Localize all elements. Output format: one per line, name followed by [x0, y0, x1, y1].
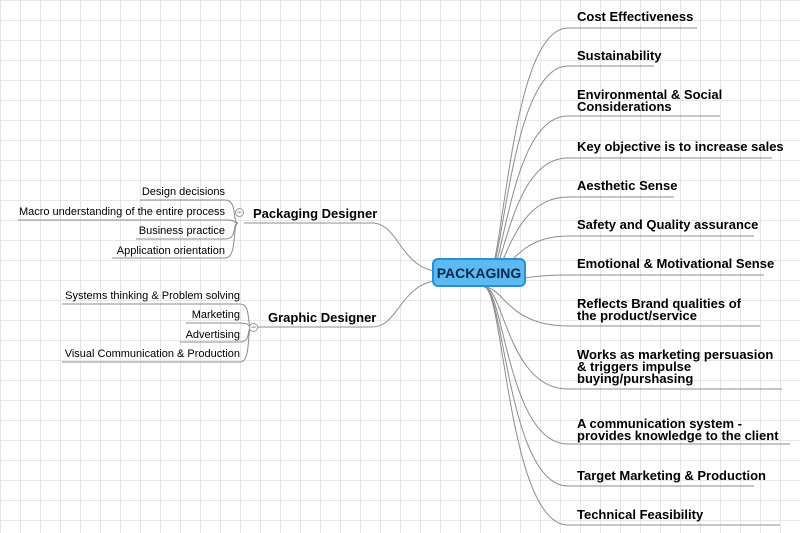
topic-marketing-persuasion[interactable]: Works as marketing persuasion & triggers…	[577, 347, 774, 386]
connector-packaging-leaf-3	[112, 222, 239, 259]
topic-environmental-social[interactable]: Environmental & Social Considerations	[577, 87, 723, 114]
connector-packaging-leaf-1	[18, 219, 239, 224]
leaf-advertising[interactable]: Advertising	[185, 329, 240, 341]
connector-root-packaging-designer	[244, 222, 445, 273]
connector-graphic-leaf-1	[186, 322, 253, 328]
connector-right-7	[483, 286, 760, 327]
leaf-business-practice[interactable]: Business practice	[138, 225, 225, 237]
connector-right-9	[483, 286, 790, 445]
leaf-visual-communication[interactable]: Visual Communication & Production	[64, 348, 240, 360]
collapse-packaging-designer-icon[interactable]: −	[235, 207, 244, 217]
connector-right-11	[483, 286, 780, 526]
topic-aesthetic-sense[interactable]: Aesthetic Sense	[577, 178, 678, 193]
branch-graphic-designer[interactable]: Graphic Designer	[268, 310, 377, 325]
collapse-graphic-designer-icon[interactable]: −	[249, 322, 258, 332]
topic-safety-quality[interactable]: Safety and Quality assurance	[577, 217, 759, 232]
branch-packaging-designer[interactable]: Packaging Designer	[253, 206, 378, 221]
leaf-design-decisions[interactable]: Design decisions	[141, 186, 225, 198]
topic-increase-sales[interactable]: Key objective is to increase sales	[577, 139, 784, 154]
leaf-macro-understanding[interactable]: Macro understanding of the entire proces…	[18, 206, 225, 218]
topic-sustainability[interactable]: Sustainability	[577, 48, 662, 63]
connector-right-6	[483, 274, 764, 288]
connector-right-10	[483, 286, 754, 487]
leaf-application-orientation[interactable]: Application orientation	[116, 245, 225, 257]
connector-right-8	[483, 286, 782, 390]
topic-emotional-motivational[interactable]: Emotional & Motivational Sense	[577, 256, 775, 271]
topic-brand-qualities[interactable]: Reflects Brand qualities of the product/…	[577, 296, 741, 323]
topic-communication-system[interactable]: A communication system -provides knowled…	[577, 416, 779, 443]
leaf-marketing[interactable]: Marketing	[191, 309, 240, 321]
topic-cost-effectiveness[interactable]: Cost Effectiveness	[577, 9, 694, 24]
topic-target-marketing[interactable]: Target Marketing & Production	[577, 468, 766, 483]
connector-packaging-leaf-0	[140, 199, 239, 224]
leaf-systems-thinking[interactable]: Systems thinking & Problem solving	[65, 290, 240, 302]
topic-technical-feasibility[interactable]: Technical Feasibility	[577, 507, 704, 522]
connector-root-graphic-designer	[258, 279, 445, 328]
root-node-packaging[interactable]: PACKAGING	[432, 258, 526, 287]
